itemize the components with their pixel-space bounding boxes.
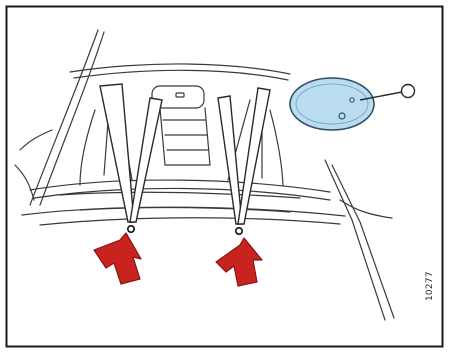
left-strap: [100, 84, 162, 232]
windscreen-linework: [15, 30, 394, 320]
arrow-up-right-icon: [94, 233, 141, 284]
figure-code: 10277: [425, 261, 437, 301]
arrow-up-right-icon: [216, 238, 262, 286]
mirror-icon: [290, 78, 415, 130]
